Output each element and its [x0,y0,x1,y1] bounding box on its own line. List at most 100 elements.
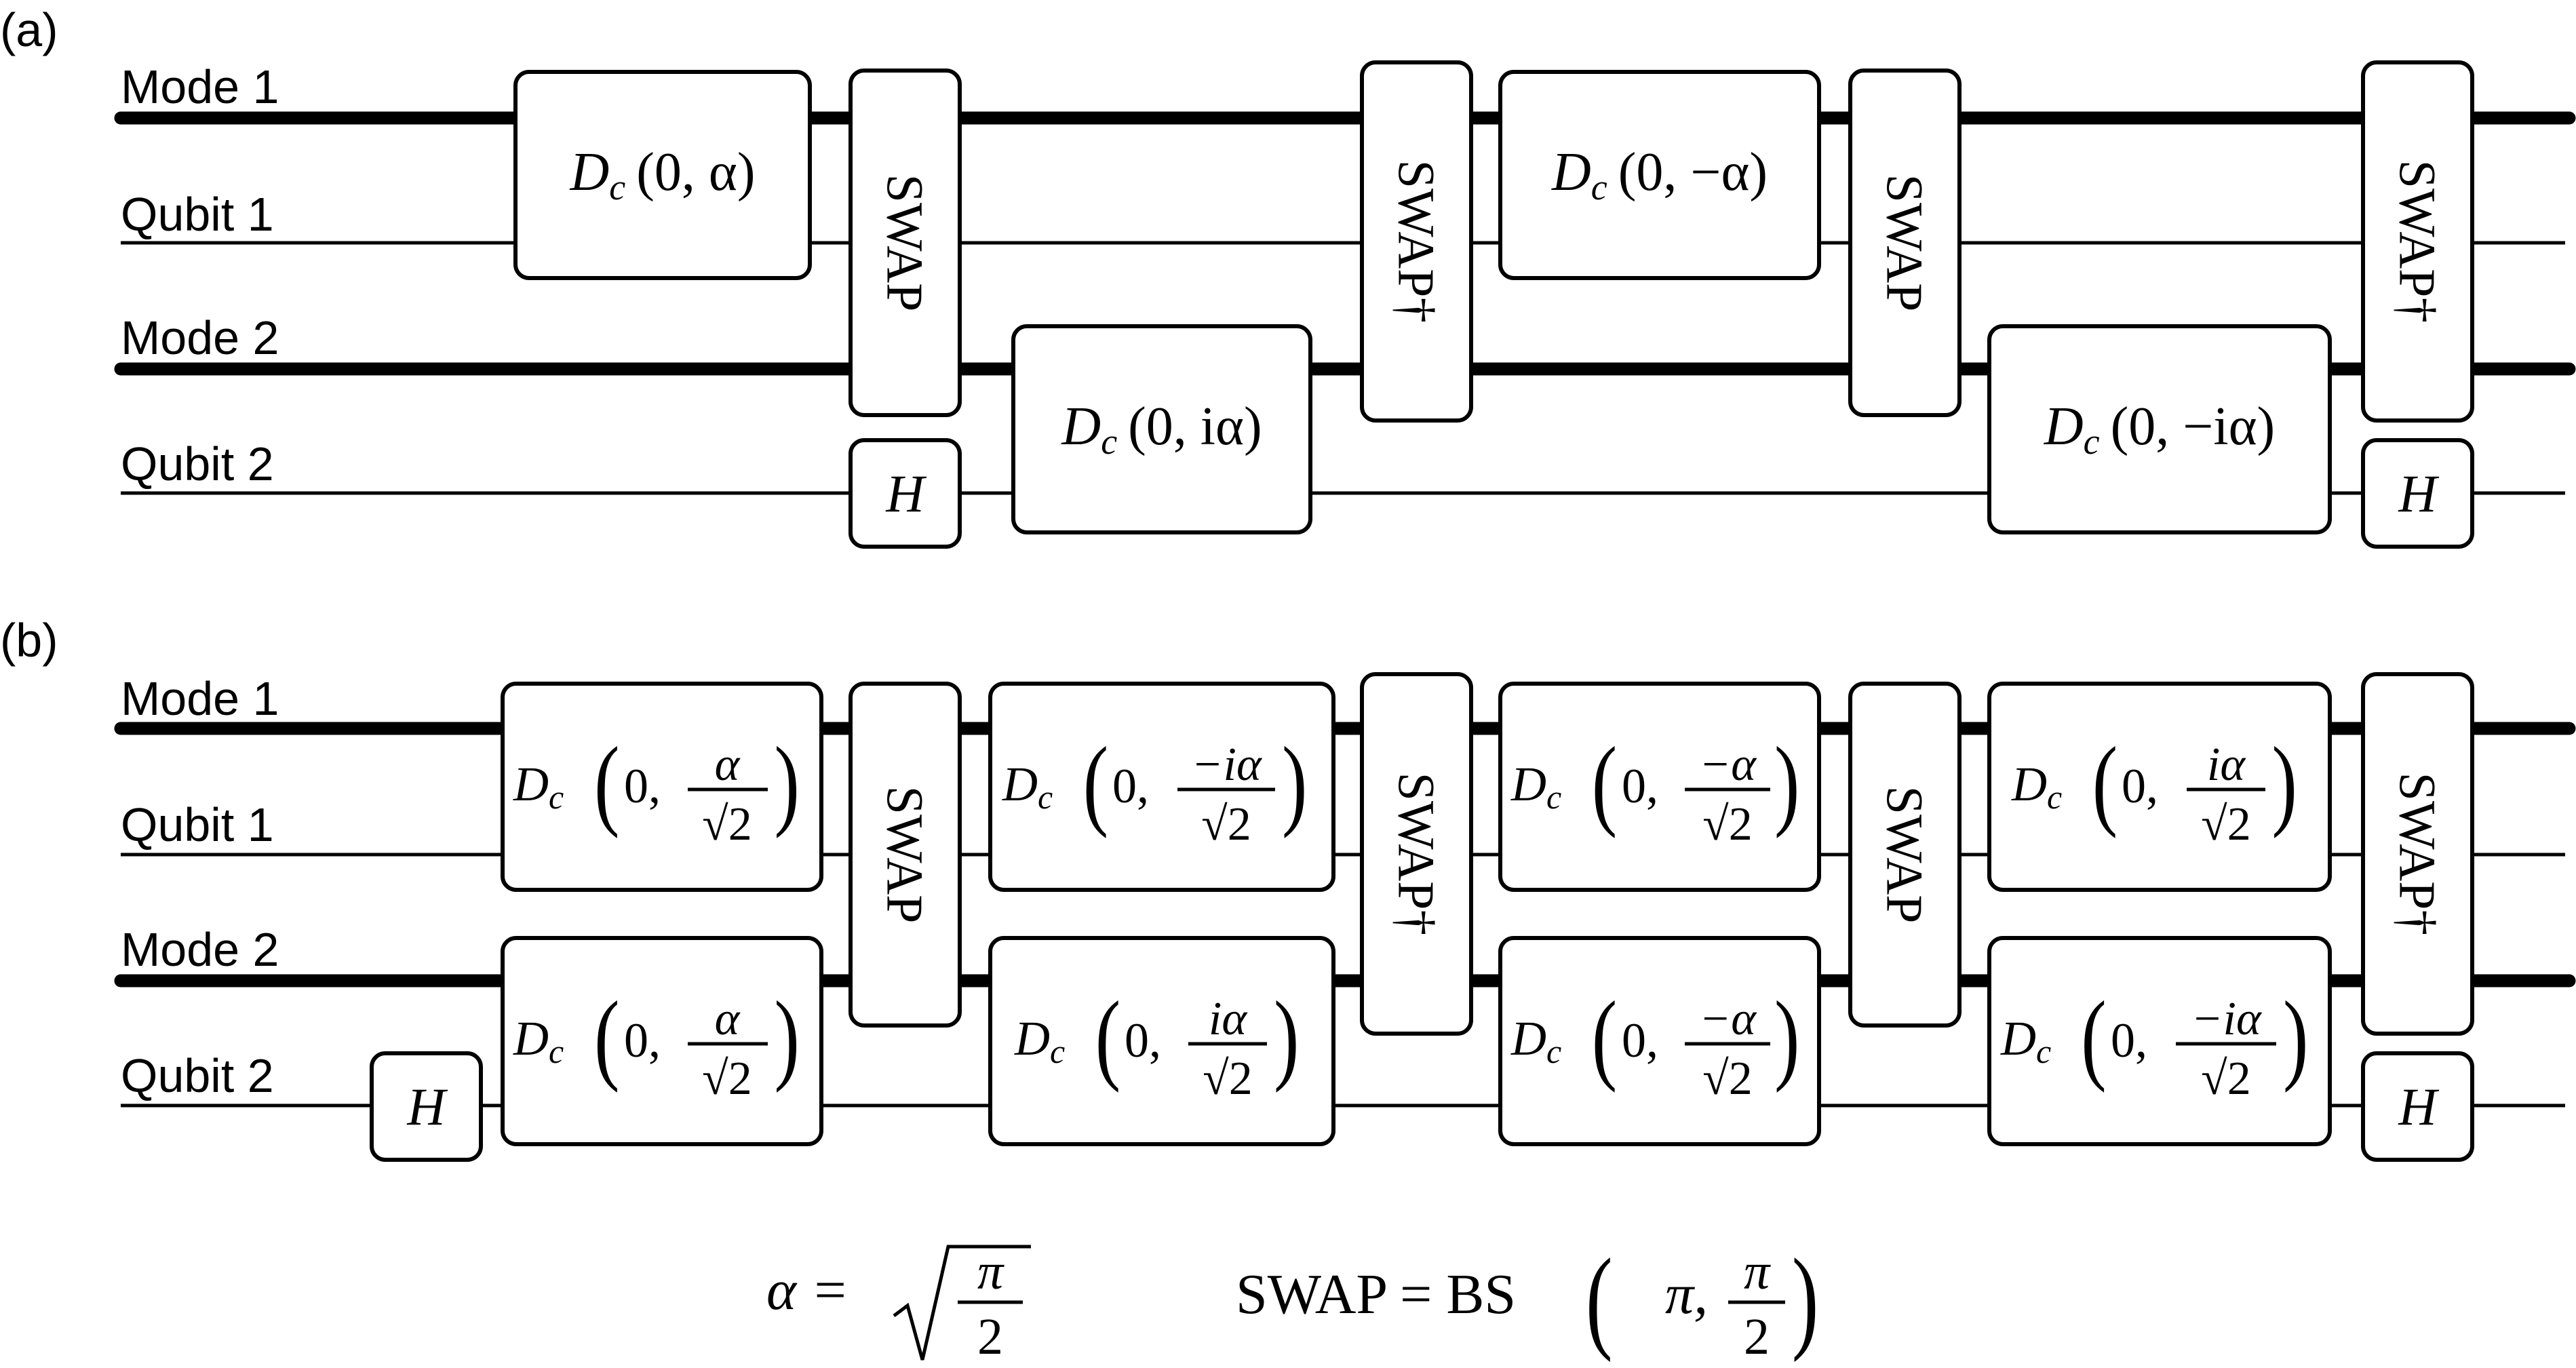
panel-a-wire-label-mode-2: Mode 2 [121,311,279,364]
svg-text:iα: iα [2207,739,2246,791]
svg-text:(: ( [1592,726,1617,838]
svg-text:−α: −α [1699,739,1757,791]
svg-text:): ) [1274,980,1299,1093]
svg-text:(: ( [594,980,619,1093]
panel-b-gate-dc-6: Dc ( 0, −α √2 ) [1498,936,1821,1146]
svg-text:(: ( [1095,980,1120,1093]
svg-text:Dc: Dc [1002,757,1053,816]
svg-text:SWAP = BS: SWAP = BS [1236,1263,1516,1326]
svg-text:SWAP: SWAP [1876,786,1933,924]
panel-b-gate-dc-5: Dc ( 0, −α √2 ) [1498,682,1821,892]
svg-text:0,: 0, [2122,759,2158,813]
panel-b-tag: (b) [0,614,58,667]
svg-text:0,: 0, [624,759,661,813]
panel-a-wire-label-qubit-1: Qubit 1 [121,188,274,241]
svg-text:Dc: Dc [513,757,564,816]
svg-text:Dc: Dc [1014,1011,1065,1070]
panel-a-tag: (a) [0,3,58,56]
svg-text:0,: 0, [1622,1013,1658,1068]
panel-a-wire-label-mode-1: Mode 1 [121,60,279,113]
svg-text:H: H [2398,464,2439,523]
svg-text:Dc(0, iα): Dc(0, iα) [1061,397,1262,462]
svg-text:SWAP: SWAP [1876,174,1933,312]
panel-a-wire-label-qubit-2: Qubit 2 [121,437,274,490]
svg-text:SWAP†: SWAP† [1388,773,1445,936]
svg-text:−α: −α [1699,993,1757,1045]
svg-text:√2: √2 [1203,1053,1252,1105]
svg-text:√2: √2 [1201,798,1251,851]
svg-text:H: H [885,464,926,523]
svg-text:√2: √2 [702,798,752,851]
svg-text:−iα: −iα [2191,993,2262,1045]
svg-text:SWAP: SWAP [876,786,933,924]
svg-text:α =: α = [766,1259,849,1322]
panel-b-gate-dc-7: Dc ( 0, iα √2 ) [1987,682,2332,892]
panel-b-wire-label-mode-2: Mode 2 [121,923,279,976]
svg-text:α: α [715,993,741,1045]
panel-a-gate-dc-4: Dc(0, −iα) [1987,324,2332,534]
svg-text:(: ( [594,726,619,838]
svg-text:Dc: Dc [513,1011,564,1070]
panel-a-gate-swap-dagger-2: SWAP† [2361,60,2474,423]
svg-text:Dc(0, α): Dc(0, α) [570,142,756,208]
svg-text:√2: √2 [1702,798,1752,851]
svg-text:SWAP†: SWAP† [2389,160,2446,324]
svg-text:(: ( [1592,980,1617,1093]
panel-a-gate-h-1: H [848,438,962,549]
panel-a-gate-dc-2: Dc(0, iα) [1011,324,1312,534]
svg-text:√2: √2 [2201,1053,2250,1105]
panel-b-gate-swap-dagger-2: SWAP† [2361,672,2474,1036]
svg-text:0,: 0, [1622,759,1658,813]
svg-text:√2: √2 [702,1053,752,1105]
svg-text:): ) [2283,980,2308,1093]
panel-b-gate-dc-1: Dc ( 0, α √2 ) [501,682,823,892]
svg-text:0,: 0, [1125,1013,1161,1068]
svg-text:): ) [1774,980,1799,1093]
alpha-definition: α = π 2 [766,1243,1031,1365]
panel-a-gate-swap-dagger-1: SWAP† [1360,60,1473,423]
svg-text:SWAP†: SWAP† [2389,773,2446,936]
svg-text:SWAP†: SWAP† [1388,160,1445,324]
svg-text:): ) [1792,1234,1819,1363]
panel-b-gate-h-2: H [2361,1051,2474,1162]
svg-text:Dc: Dc [1510,1011,1561,1070]
panel-a-gate-swap-2: SWAP [1848,69,1962,417]
svg-text:H: H [2398,1077,2439,1136]
panel-b-gate-dc-3: Dc ( 0, −iα √2 ) [988,682,1335,892]
panel-a-gate-swap-1: SWAP [848,69,962,417]
svg-text:(: ( [2081,980,2106,1093]
svg-text:π,: π, [1665,1263,1708,1326]
panel-b-gate-swap-2: SWAP [1848,682,1962,1028]
svg-text:2: 2 [1744,1308,1770,1365]
svg-text:−iα: −iα [1191,739,1262,791]
svg-text:Dc: Dc [2000,1011,2051,1070]
svg-text:√2: √2 [1702,1053,1752,1105]
svg-text:): ) [2272,726,2297,838]
svg-text:π: π [977,1243,1004,1300]
panel-a-gate-dc-1: Dc(0, α) [513,70,812,280]
svg-text:): ) [1282,726,1307,838]
svg-text:0,: 0, [2111,1013,2147,1068]
panel-a-gate-dc-3: Dc(0, −α) [1498,70,1821,280]
svg-text:H: H [406,1077,448,1136]
svg-text:π: π [1744,1243,1771,1300]
panel-b-wire-label-qubit-2: Qubit 2 [121,1049,274,1102]
svg-text:): ) [1774,726,1799,838]
panel-b-gate-swap-1: SWAP [848,682,962,1028]
svg-text:2: 2 [977,1308,1003,1365]
swap-definition: SWAP = BS ( π, π 2 ) [1236,1234,1818,1365]
svg-text:α: α [715,739,741,791]
svg-text:0,: 0, [1112,759,1149,813]
svg-text:0,: 0, [624,1013,661,1068]
svg-text:): ) [775,726,800,838]
svg-text:(: ( [1083,726,1108,838]
panel-b-gate-dc-4: Dc ( 0, iα √2 ) [988,936,1335,1146]
panel-b-wire-label-qubit-1: Qubit 1 [121,798,274,851]
svg-text:(: ( [1586,1234,1613,1363]
svg-text:√2: √2 [2201,798,2250,851]
svg-text:Dc(0, −iα): Dc(0, −iα) [2044,397,2275,462]
svg-text:iα: iα [1209,993,1247,1045]
panel-b-wire-label-mode-1: Mode 1 [121,672,279,725]
svg-text:): ) [775,980,800,1093]
